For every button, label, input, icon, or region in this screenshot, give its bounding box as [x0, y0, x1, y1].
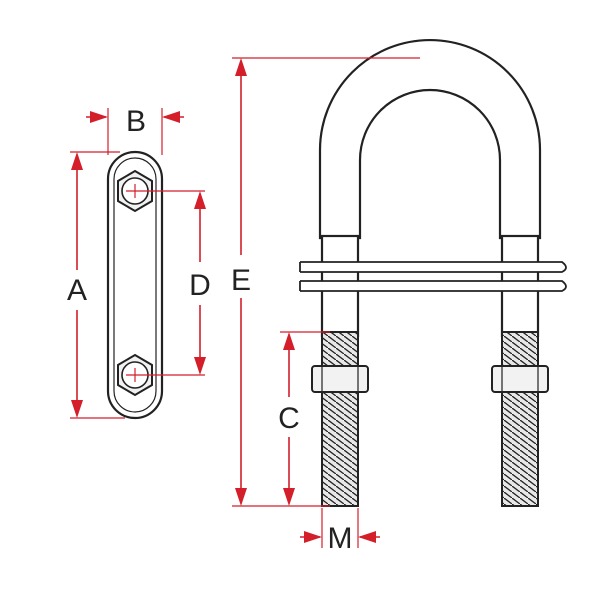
- left-thread: [321, 331, 359, 507]
- u-bolt-bend: [318, 38, 542, 240]
- dimension-D: [126, 184, 206, 382]
- right-nut: [491, 365, 549, 393]
- label-A: A: [67, 274, 87, 307]
- label-C: C: [278, 402, 300, 435]
- left-nut: [311, 365, 369, 393]
- dimension-M: [300, 508, 380, 548]
- dimension-B: [86, 108, 184, 155]
- label-M: M: [328, 522, 353, 555]
- dimension-A: [70, 151, 125, 419]
- plate-edge: [299, 261, 567, 292]
- u-bolt: [299, 38, 567, 507]
- right-thread: [501, 331, 539, 507]
- label-B: B: [126, 105, 146, 138]
- plate-outline: [106, 150, 164, 420]
- dimension-C: [280, 331, 330, 506]
- dimension-E: [232, 57, 420, 507]
- label-D: D: [189, 269, 211, 302]
- label-E: E: [231, 264, 251, 297]
